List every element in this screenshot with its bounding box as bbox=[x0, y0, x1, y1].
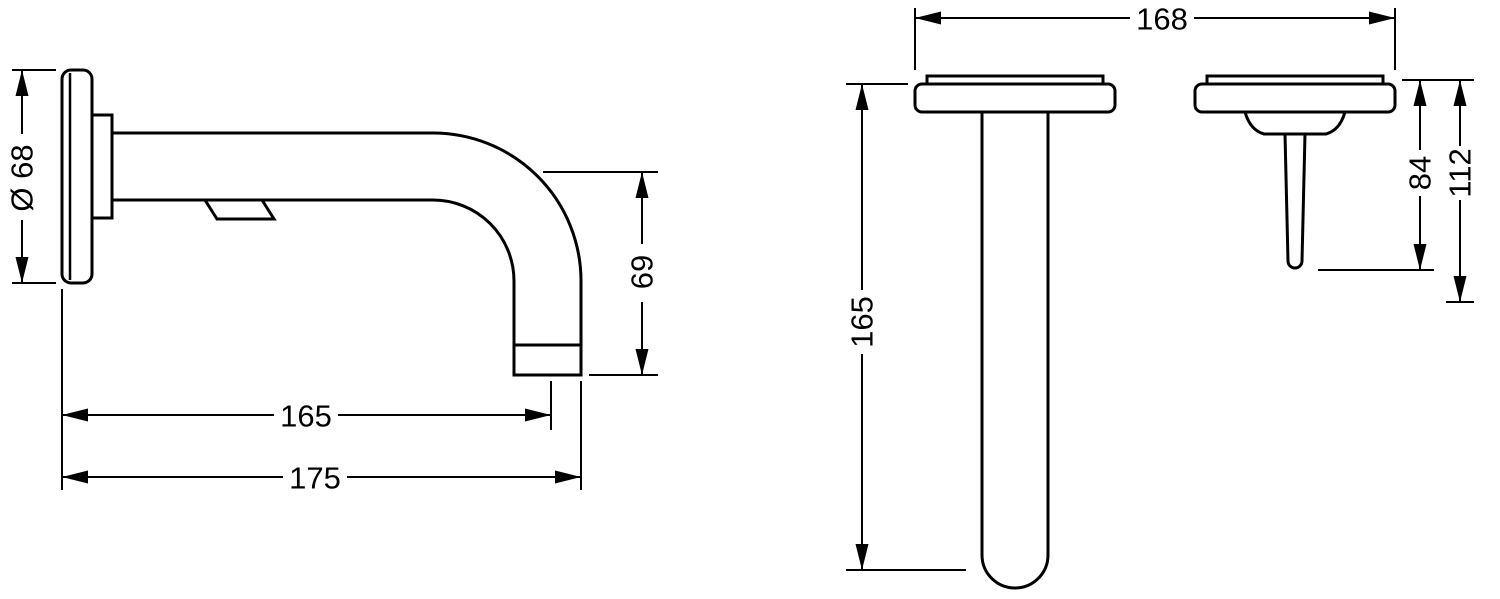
arrowhead-down bbox=[15, 257, 29, 283]
dimension-plate-diameter: Ø 68 bbox=[4, 69, 56, 284]
dim-label-spout-length: 165 bbox=[845, 296, 880, 348]
dim-label-spout-reach: 165 bbox=[280, 399, 332, 434]
dimension-label-background bbox=[1403, 150, 1437, 196]
dim-label-outlet-height: 69 bbox=[625, 255, 660, 289]
arrowhead-left bbox=[62, 408, 88, 422]
dim-label-plate-diameter: Ø 68 bbox=[5, 144, 40, 211]
dimension-label-background bbox=[845, 290, 879, 354]
arrowhead-up bbox=[1413, 80, 1427, 106]
front-view: 168 165 84 112 bbox=[845, 1, 1478, 590]
dimension-handle-length: 84 bbox=[1318, 79, 1474, 271]
arrowhead-right bbox=[525, 408, 551, 422]
dimension-spout-reach: 165 bbox=[61, 289, 552, 490]
arrowhead-right bbox=[555, 470, 581, 484]
dim-label-handle-overall: 112 bbox=[1443, 148, 1478, 197]
handle-lever-stem bbox=[1283, 132, 1307, 270]
arrowhead-right bbox=[1369, 11, 1395, 25]
dimension-handle-overall: 112 bbox=[1443, 80, 1478, 303]
dimension-label-background bbox=[626, 244, 658, 302]
arrowhead-down bbox=[1453, 276, 1467, 302]
arrowhead-up bbox=[15, 70, 29, 96]
arrowhead-up bbox=[635, 172, 649, 198]
spout-tube-front bbox=[980, 110, 1050, 590]
arrowhead-down bbox=[1413, 244, 1427, 270]
handle-base-cone bbox=[1243, 110, 1347, 136]
handle-plate-front bbox=[1193, 82, 1397, 114]
dimension-overall-projection: 175 bbox=[62, 381, 582, 497]
arrowhead-left bbox=[915, 11, 941, 25]
arrowhead-up bbox=[855, 84, 869, 110]
arrowhead-left bbox=[62, 470, 88, 484]
dim-label-handle-length: 84 bbox=[1403, 156, 1438, 190]
spout-internal-detail bbox=[202, 198, 277, 221]
dim-label-overall-projection: 175 bbox=[289, 461, 341, 496]
dimension-outlet-height: 69 bbox=[543, 171, 660, 376]
dimension-label-background bbox=[1443, 146, 1477, 200]
side-view: Ø 68 69 165 175 bbox=[4, 68, 660, 497]
spout-collar bbox=[90, 113, 114, 220]
escutcheon-plate bbox=[60, 68, 94, 285]
spout-plate-front bbox=[913, 82, 1117, 114]
dimension-label-background bbox=[4, 134, 40, 220]
arrowhead-down bbox=[855, 544, 869, 570]
dimension-label-background bbox=[1130, 1, 1194, 37]
dim-label-overall-width: 168 bbox=[1136, 2, 1188, 37]
arrowhead-down bbox=[635, 349, 649, 375]
spout-body bbox=[110, 131, 583, 377]
arrowhead-up bbox=[1453, 80, 1467, 106]
dimension-label-background bbox=[283, 459, 347, 497]
dimension-label-background bbox=[274, 397, 338, 435]
dimension-spout-length: 165 bbox=[845, 83, 966, 571]
dimension-overall-width: 168 bbox=[914, 1, 1396, 70]
